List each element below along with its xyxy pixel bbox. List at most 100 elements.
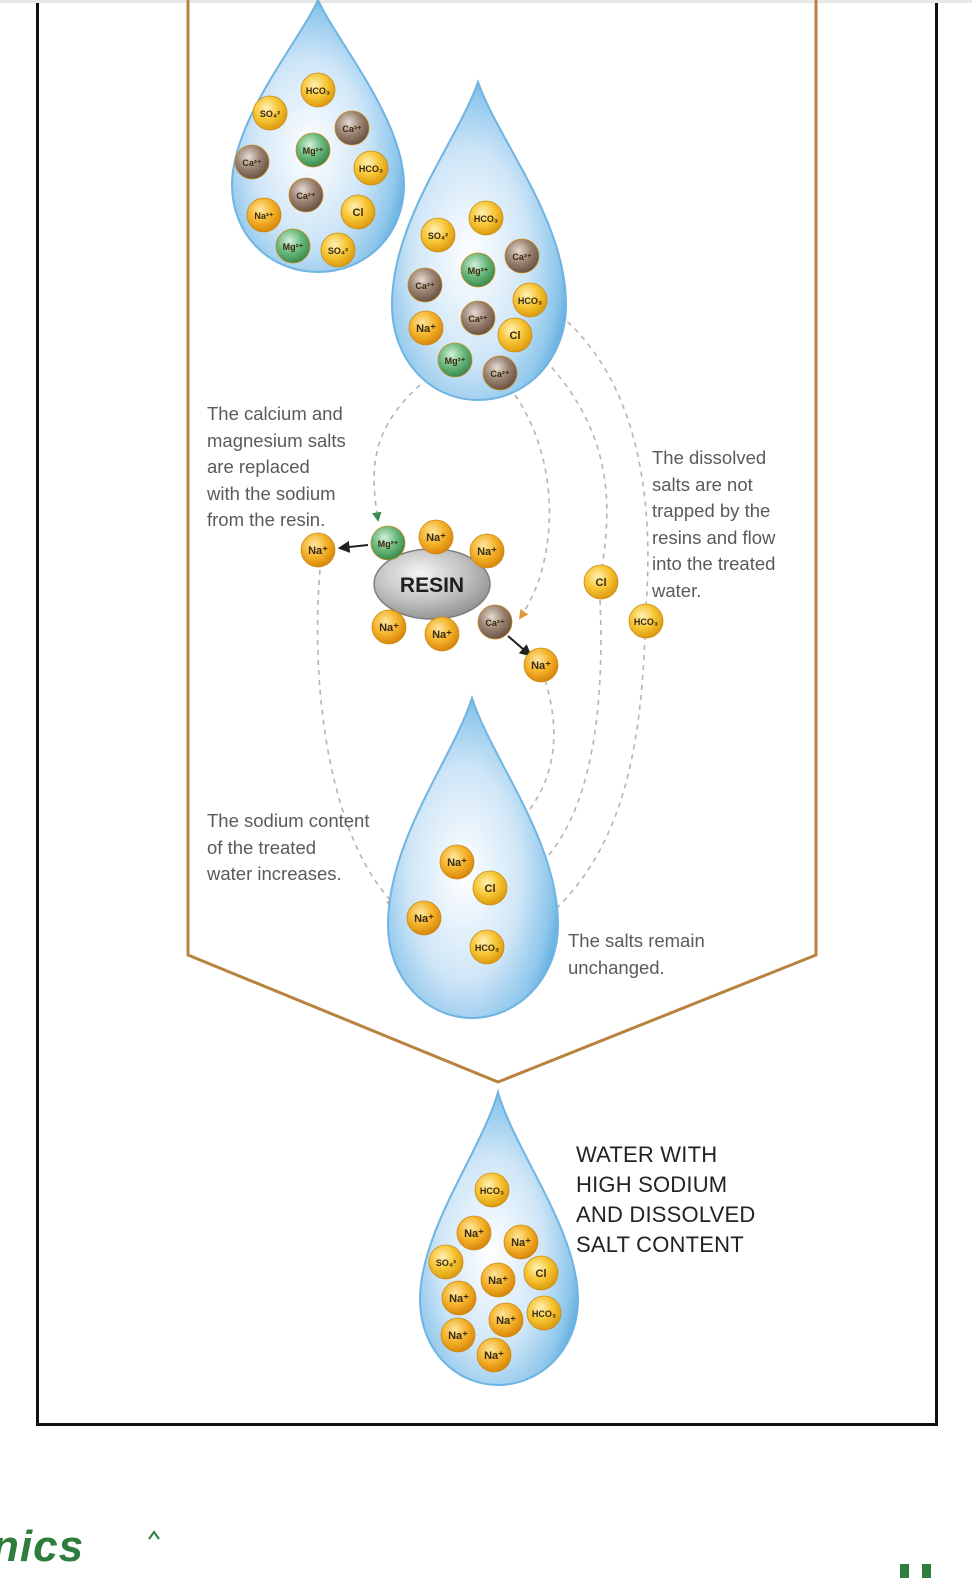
svg-text:Ca²⁺: Ca²⁺ — [296, 191, 316, 201]
ion-cl-drop4-5: Cl — [523, 1255, 559, 1291]
ion-cl-drop3-1: Cl — [472, 870, 508, 906]
ion-na-resin-7: Na⁺ — [523, 647, 559, 683]
svg-text:Cl: Cl — [536, 1268, 547, 1280]
ion-so4-drop2-1: SO₄² — [420, 217, 456, 253]
svg-text:HCO₃: HCO₃ — [532, 1309, 556, 1319]
caption-salts-replaced: The calcium and magnesium salts are repl… — [207, 403, 346, 530]
svg-text:Ca²⁺: Ca²⁺ — [415, 281, 435, 291]
ion-na-resin-2: Na⁺ — [418, 519, 454, 555]
ion-na-drop4-10: Na⁺ — [476, 1337, 512, 1373]
ion-hco-free-1: HCO₃ — [628, 603, 664, 639]
ion-hco-drop4-8: HCO₃ — [526, 1295, 562, 1331]
ion-hco-drop2-0: HCO₃ — [468, 200, 504, 236]
svg-text:Ca²⁺: Ca²⁺ — [242, 158, 262, 168]
ion-hco-drop1-0: HCO₃ — [300, 72, 336, 108]
svg-text:SO₄²: SO₄² — [436, 1258, 456, 1268]
chevron-outline — [186, 0, 818, 1084]
ion-mg-drop2-9: Mg²⁺ — [437, 342, 473, 378]
svg-text:Na⁺: Na⁺ — [432, 629, 452, 641]
ion-cl-drop1-7: Cl — [340, 194, 376, 230]
ion-na-drop3-0: Na⁺ — [439, 844, 475, 880]
caption-salts-not-trapped: The dissolved salts are not trapped by t… — [652, 447, 776, 601]
ion-so4-drop4-3: SO₄² — [428, 1244, 464, 1280]
ion-na-drop4-4: Na⁺ — [480, 1262, 516, 1298]
ion-na-drop4-9: Na⁺ — [440, 1317, 476, 1353]
resin-label: RESIN — [400, 574, 464, 597]
ion-hco-drop2-5: HCO₃ — [512, 282, 548, 318]
svg-text:Ca²⁺: Ca²⁺ — [512, 252, 532, 262]
svg-text:Na⁺: Na⁺ — [511, 1237, 531, 1249]
svg-text:Na⁺: Na⁺ — [414, 913, 434, 925]
ion-ca-drop2-2: Ca²⁺ — [504, 238, 540, 274]
ion-na-resin-3: Na⁺ — [469, 533, 505, 569]
svg-text:Na⁺: Na⁺ — [477, 546, 497, 558]
ion-ca-drop1-2: Ca²⁺ — [334, 110, 370, 146]
svg-text:HCO₃: HCO₃ — [634, 617, 658, 627]
ion-na-drop4-7: Na⁺ — [488, 1302, 524, 1338]
svg-text:SO₄²: SO₄² — [328, 246, 348, 256]
ion-ca-drop2-7: Ca²⁺ — [460, 300, 496, 336]
resin-bead: RESIN — [373, 548, 491, 620]
svg-text:Ca²⁺: Ca²⁺ — [485, 618, 505, 628]
caption-sodium-increase: The sodium content of the treated water … — [207, 810, 370, 884]
svg-text:Mg²⁺: Mg²⁺ — [445, 356, 466, 366]
ion-cl-drop2-8: Cl — [497, 317, 533, 353]
ion-ca-resin-6: Ca²⁺ — [477, 604, 513, 640]
ion-ca-drop2-10: Ca²⁺ — [482, 355, 518, 391]
ion-hco-drop4-0: HCO₃ — [474, 1172, 510, 1208]
svg-text:HCO₃: HCO₃ — [474, 214, 498, 224]
top-divider — [0, 0, 972, 3]
svg-text:Mg²⁺: Mg²⁺ — [378, 539, 399, 549]
ion-na-drop4-1: Na⁺ — [456, 1215, 492, 1251]
svg-text:Na⁺: Na⁺ — [449, 1293, 469, 1305]
svg-text:Mg²⁺: Mg²⁺ — [283, 242, 304, 252]
svg-text:HCO₃: HCO₃ — [480, 1186, 504, 1196]
svg-text:SO₄²: SO₄² — [428, 231, 448, 241]
ion-so4-drop1-1: SO₄² — [252, 95, 288, 131]
svg-text:Na⁺: Na⁺ — [488, 1275, 508, 1287]
ion-mg-drop1-9: Mg²⁺ — [275, 228, 311, 264]
ion-ca-drop1-6: Ca²⁺ — [288, 177, 324, 213]
brand-logo: nics — [0, 1522, 85, 1571]
ion-hco-drop3-3: HCO₃ — [469, 929, 505, 965]
svg-text:Mg²⁺: Mg²⁺ — [468, 266, 489, 276]
logo-mark-icon — [148, 1530, 160, 1540]
svg-text:Na⁺: Na⁺ — [447, 857, 467, 869]
ion-na-resin-4: Na⁺ — [371, 609, 407, 645]
svg-text:Cl: Cl — [596, 577, 607, 589]
ion-ca-drop1-4: Ca²⁺ — [234, 144, 270, 180]
svg-text:Ca²⁺: Ca²⁺ — [342, 124, 362, 134]
svg-text:Na⁺: Na⁺ — [426, 532, 446, 544]
svg-text:Ca²⁺: Ca²⁺ — [468, 314, 488, 324]
ion-mg-resin-1: Mg²⁺ — [370, 525, 406, 561]
ion-na-drop2-6: Na⁺ — [408, 310, 444, 346]
svg-text:Ca²⁺: Ca²⁺ — [490, 369, 510, 379]
ion-na-resin-5: Na⁺ — [424, 616, 460, 652]
svg-text:Na⁺: Na⁺ — [308, 545, 328, 557]
svg-text:Mg²⁺: Mg²⁺ — [303, 146, 324, 156]
caption-salts-unchanged: The salts remain unchanged. — [568, 930, 705, 978]
ion-so4-drop1-10: SO₄² — [320, 232, 356, 268]
svg-text:Cl: Cl — [353, 207, 364, 219]
svg-text:HCO₃: HCO₃ — [518, 296, 542, 306]
corner-logo-icon — [900, 1564, 931, 1578]
svg-text:Na⁺: Na⁺ — [531, 660, 551, 672]
ion-hco-drop1-5: HCO₃ — [353, 150, 389, 186]
svg-text:Na⁺: Na⁺ — [484, 1350, 504, 1362]
ion-na-drop4-6: Na⁺ — [441, 1280, 477, 1316]
ion-mg-drop2-3: Mg²⁺ — [460, 252, 496, 288]
ion-na-resin-0: Na⁺ — [300, 532, 336, 568]
water-drop-2 — [390, 78, 568, 402]
svg-text:Na⁺: Na⁺ — [496, 1315, 516, 1327]
svg-text:Cl: Cl — [510, 330, 521, 342]
ion-mg-drop1-3: Mg²⁺ — [295, 132, 331, 168]
ion-cl-free-0: Cl — [583, 564, 619, 600]
svg-text:Na⁺: Na⁺ — [464, 1228, 484, 1240]
ion-na2-drop1-8: Na²⁺ — [246, 197, 282, 233]
ion-na-drop4-2: Na⁺ — [503, 1224, 539, 1260]
ion-ca-drop2-4: Ca²⁺ — [407, 267, 443, 303]
svg-text:SO₄²: SO₄² — [260, 109, 280, 119]
flow-paths — [316, 314, 649, 946]
svg-text:HCO₃: HCO₃ — [475, 943, 499, 953]
